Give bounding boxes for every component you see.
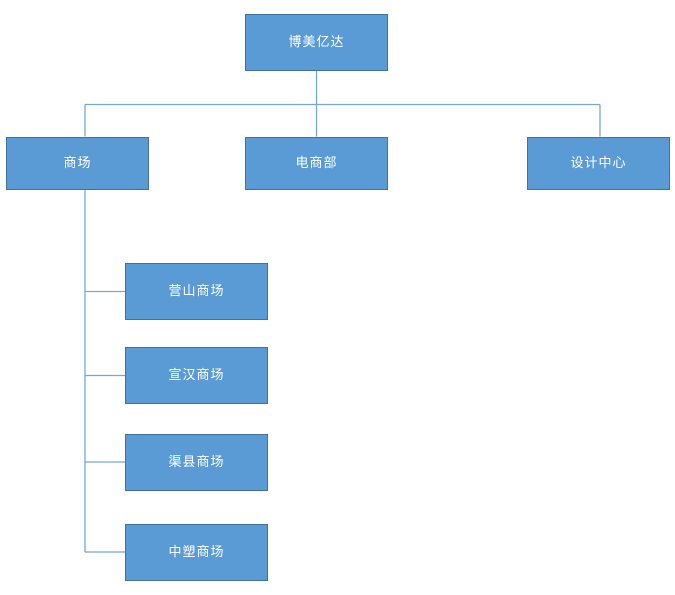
org-node-ecommerce-dept[interactable]: 电商部 [245, 136, 388, 190]
org-node-label: 博美亿达 [288, 35, 345, 50]
org-node-label: 商场 [63, 155, 92, 171]
org-node-label: 营山商场 [168, 284, 225, 299]
org-node-mall[interactable]: 商场 [6, 136, 149, 190]
org-node-label: 电商部 [295, 155, 338, 171]
org-node-label: 宣汉商场 [168, 368, 225, 383]
org-node-zhongsu-mall[interactable]: 中塑商场 [125, 523, 268, 581]
org-node-yingshan-mall[interactable]: 营山商场 [125, 263, 268, 320]
org-node-design-center[interactable]: 设计中心 [527, 136, 670, 190]
org-node-quxian-mall[interactable]: 渠县商场 [125, 433, 268, 491]
org-node-label: 设计中心 [570, 155, 627, 171]
org-node-root[interactable]: 博美亿达 [245, 14, 388, 71]
org-node-xuanhan-mall[interactable]: 宣汉商场 [125, 347, 268, 404]
org-node-label: 中塑商场 [168, 544, 225, 560]
org-node-label: 渠县商场 [168, 454, 225, 470]
